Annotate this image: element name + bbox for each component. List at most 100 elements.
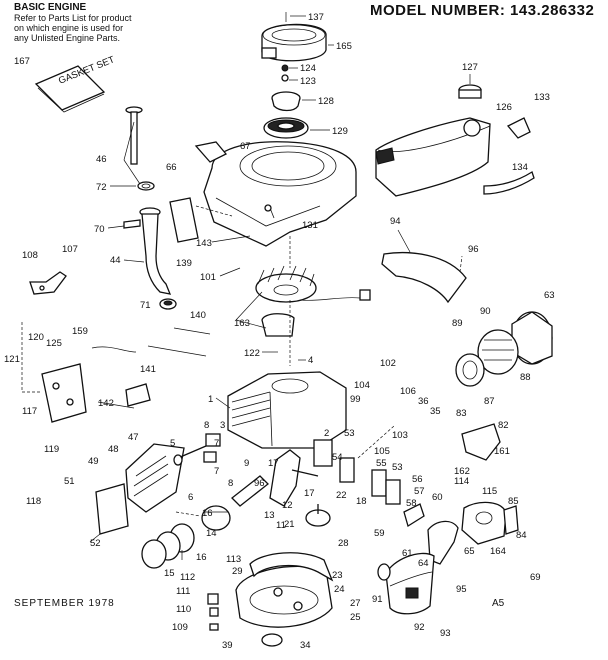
- callout: 70: [94, 224, 105, 235]
- muffler-shell: [511, 311, 553, 365]
- callout: 124: [300, 63, 316, 74]
- callout: 22: [336, 490, 347, 501]
- callout: 139: [176, 258, 192, 269]
- callout: 24: [334, 584, 345, 595]
- callout: 114: [454, 476, 469, 487]
- intake-tube: [403, 503, 459, 565]
- callout: 133: [534, 92, 550, 103]
- head-bracket: [95, 483, 129, 535]
- callout: 107: [62, 244, 78, 255]
- callout: 161: [494, 446, 510, 457]
- callout: 102: [380, 358, 396, 369]
- callout: 123: [300, 76, 316, 87]
- callout: 44: [110, 255, 121, 266]
- callout: 60: [432, 492, 443, 503]
- callout: 120: [28, 332, 44, 343]
- callout: 91: [372, 594, 383, 605]
- callout: 134: [512, 162, 528, 173]
- callout: 95: [456, 584, 467, 595]
- callout: 113: [226, 554, 241, 565]
- callout: 85: [508, 496, 519, 507]
- starter-gear: [263, 117, 309, 139]
- callout: 7: [214, 438, 219, 449]
- callout: 4: [308, 355, 313, 366]
- callout: 29: [232, 566, 243, 577]
- callout: 16: [202, 508, 213, 519]
- callout: 13: [264, 510, 275, 521]
- fuel-line: [483, 171, 535, 195]
- dipstick-seal: [137, 181, 155, 191]
- callout: 48: [108, 444, 119, 455]
- callout: 83: [456, 408, 467, 419]
- rewind-starter-housing: [261, 12, 327, 62]
- callout: 125: [46, 338, 62, 349]
- cylinder-head: [125, 443, 185, 513]
- callout: 88: [520, 372, 531, 383]
- callout: 39: [222, 640, 233, 651]
- callout: 109: [172, 622, 188, 633]
- callout: 82: [498, 420, 509, 431]
- callout: 53: [344, 428, 355, 439]
- callout: 6: [188, 492, 193, 503]
- air-cleaner-gasket: [377, 563, 391, 581]
- callout: 1: [208, 394, 213, 405]
- callout: 90: [480, 306, 491, 317]
- callout: 47: [128, 432, 139, 443]
- valve-spring: [203, 433, 221, 463]
- oil-seal: [261, 633, 283, 647]
- callout: 51: [64, 476, 75, 487]
- muffler-body: [477, 329, 519, 375]
- callout: 66: [166, 162, 177, 173]
- model-number: MODEL NUMBER: 143.286332: [370, 2, 595, 19]
- callout: 67: [240, 141, 251, 152]
- valve-cover-gasket: [313, 439, 333, 467]
- section-title: BASIC ENGINE: [14, 2, 87, 13]
- callout: 121: [4, 354, 20, 365]
- note-line: Refer to Parts List for product: [14, 13, 132, 23]
- note-line: any Unlisted Engine Parts.: [14, 33, 121, 43]
- piston: [201, 505, 231, 531]
- callout: 93: [440, 628, 451, 639]
- callout: 159: [72, 326, 88, 337]
- callout: 96: [254, 478, 265, 489]
- muffler-baffle: [455, 353, 485, 387]
- callout: 28: [338, 538, 349, 549]
- callout: 65: [464, 546, 475, 557]
- connecting-rod: [231, 475, 269, 507]
- callout: 55: [376, 458, 387, 469]
- carburetor-bowl: [503, 505, 519, 535]
- callout: 34: [300, 640, 311, 651]
- callout: 71: [140, 300, 151, 311]
- callout: 164: [490, 546, 506, 557]
- callout: 27: [350, 598, 361, 609]
- blower-bracket: [194, 141, 228, 163]
- callout: 165: [336, 41, 352, 52]
- callout: 9: [244, 458, 249, 469]
- callout: 23: [332, 570, 343, 581]
- governor-spring: [91, 346, 137, 353]
- callout: 84: [516, 530, 527, 541]
- callout: 57: [414, 486, 425, 497]
- callout: 69: [530, 572, 541, 583]
- callout: 36: [418, 396, 429, 407]
- callout: 2: [324, 428, 329, 439]
- callout: 117: [22, 406, 37, 417]
- callout: 162: [454, 466, 470, 477]
- callout: 64: [418, 558, 429, 569]
- callout: 94: [390, 216, 401, 227]
- control-plate: [41, 363, 87, 423]
- callout: 46: [96, 154, 107, 165]
- callout: 105: [374, 446, 390, 457]
- callout: 52: [90, 538, 101, 549]
- callout: 131: [302, 220, 318, 231]
- camshaft-gear: [305, 504, 331, 527]
- dipstick-tube-plug: [159, 298, 177, 310]
- starter-nut: [281, 64, 289, 82]
- oil-dipstick: [125, 106, 143, 165]
- callout: 59: [374, 528, 385, 539]
- callout: 5: [170, 438, 175, 449]
- callout: 7: [214, 466, 219, 477]
- callout: 18: [356, 496, 367, 507]
- fuel-cap: [458, 84, 482, 99]
